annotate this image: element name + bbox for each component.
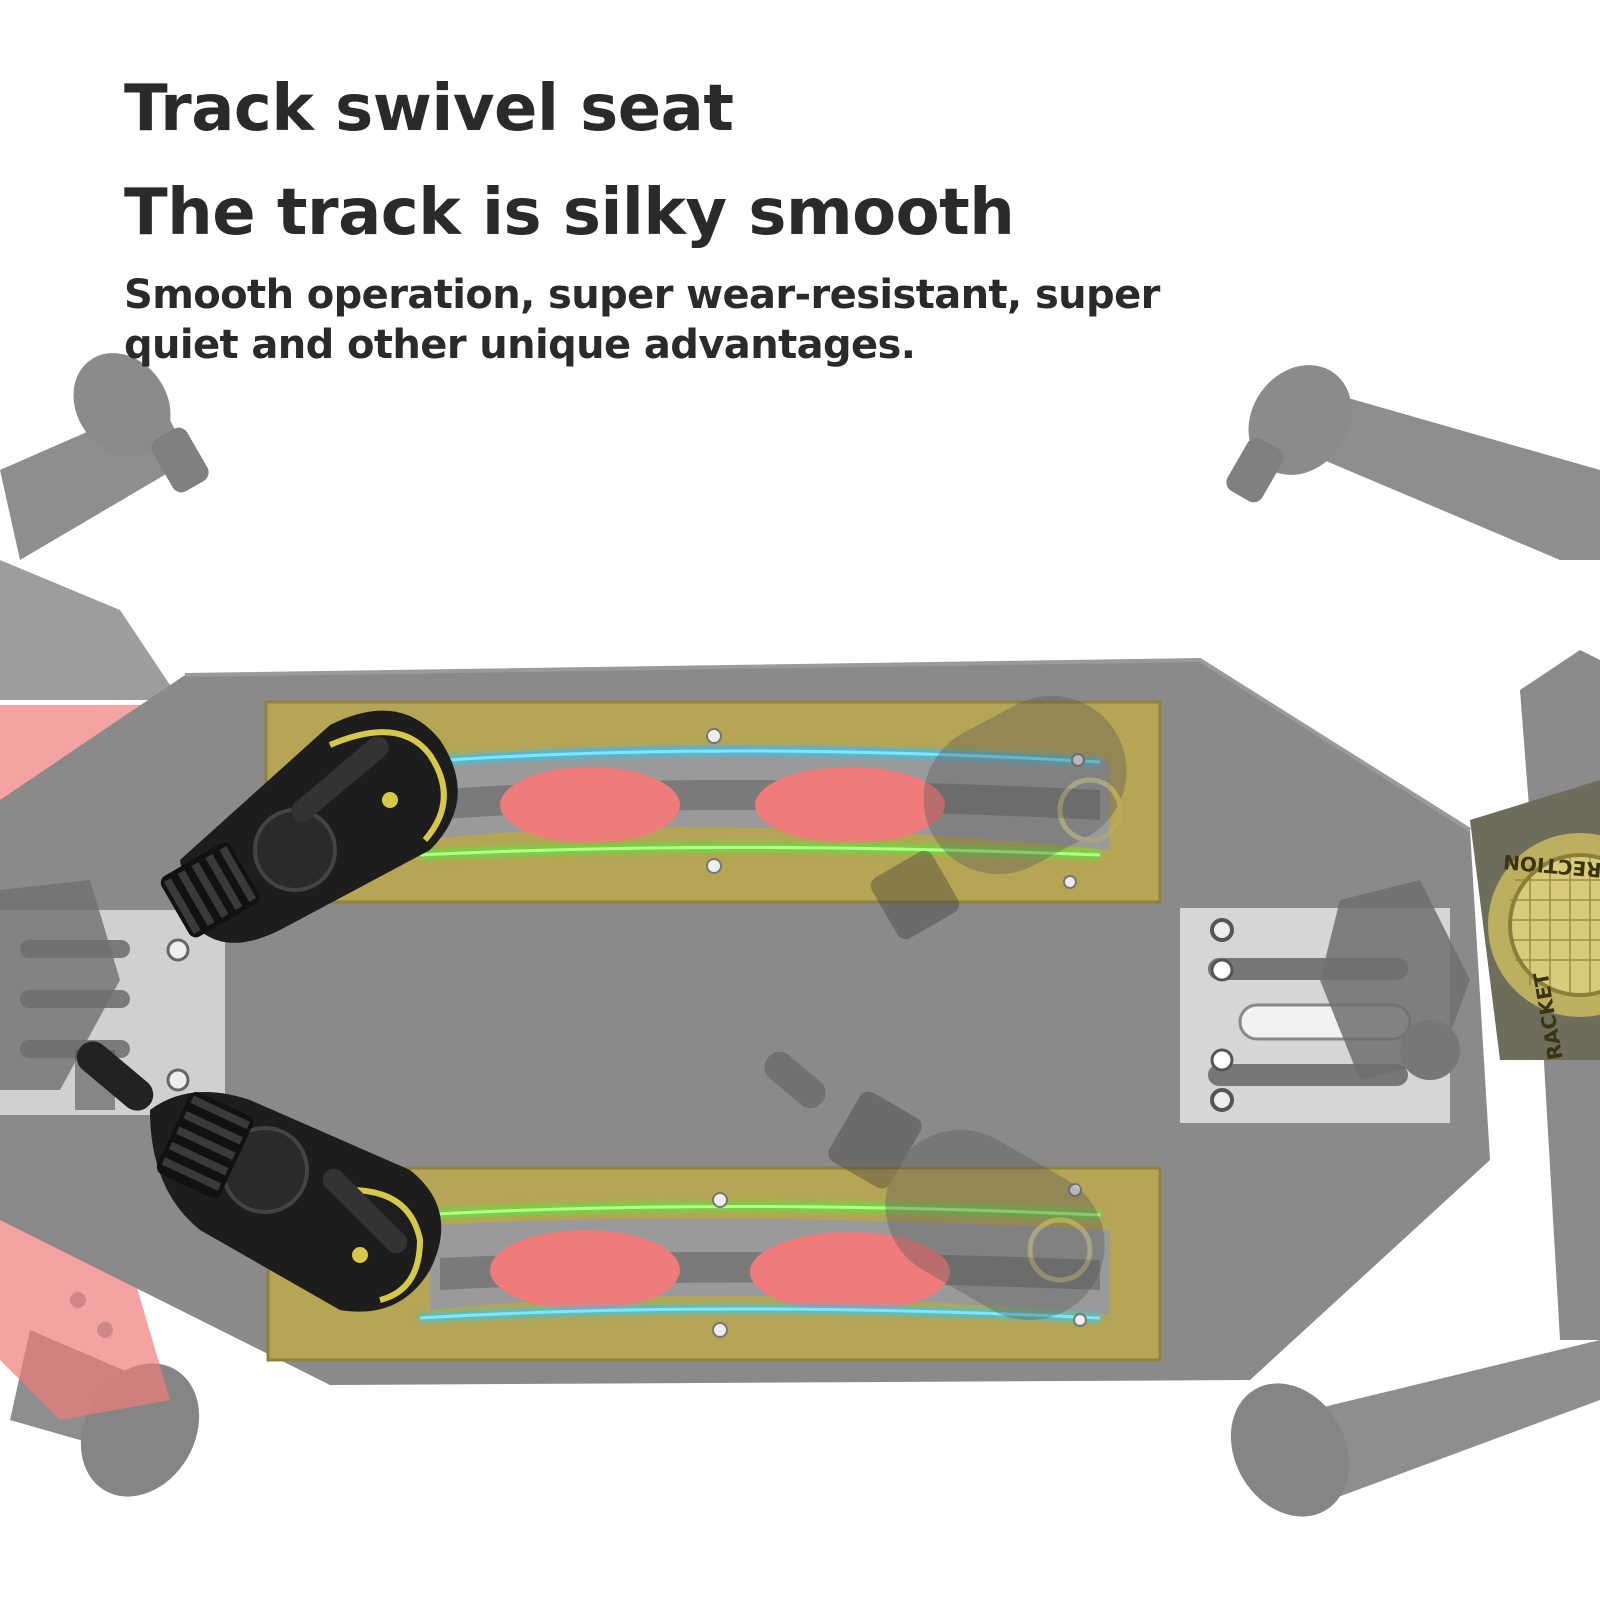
subheadline: Smooth operation, super wear-resistant, … [124, 272, 1160, 368]
arm-cap-top-left [73, 353, 209, 493]
swivel-seat-bottom [76, 1041, 442, 1312]
side-clamp-left [0, 880, 225, 1115]
swivel-seat-ghost-top [870, 695, 1127, 940]
pad-red-top-left [500, 767, 680, 843]
swivel-seat-top [160, 710, 458, 943]
pad-red-bottom-right [750, 1232, 950, 1312]
swivel-seat-ghost-bottom [764, 1051, 1105, 1320]
headline-line-2: The track is silky smooth [124, 176, 1015, 250]
pad-red-top-right [755, 767, 945, 843]
seat-pivot-top [253, 808, 337, 892]
track-bottom [266, 1166, 1162, 1362]
racket-mount-disc: DIRECTION RACKET [1470, 780, 1600, 1062]
seat-lever-top [291, 736, 389, 822]
headline-line-1: Track swivel seat [124, 72, 734, 146]
pad-red-bottom-left [490, 1230, 680, 1310]
arm-cap-bottom-right [1230, 1383, 1350, 1517]
side-clamp-right [1180, 880, 1470, 1123]
seat-lever-bottom [322, 1168, 408, 1254]
arm-cap-top-right [1226, 365, 1352, 503]
